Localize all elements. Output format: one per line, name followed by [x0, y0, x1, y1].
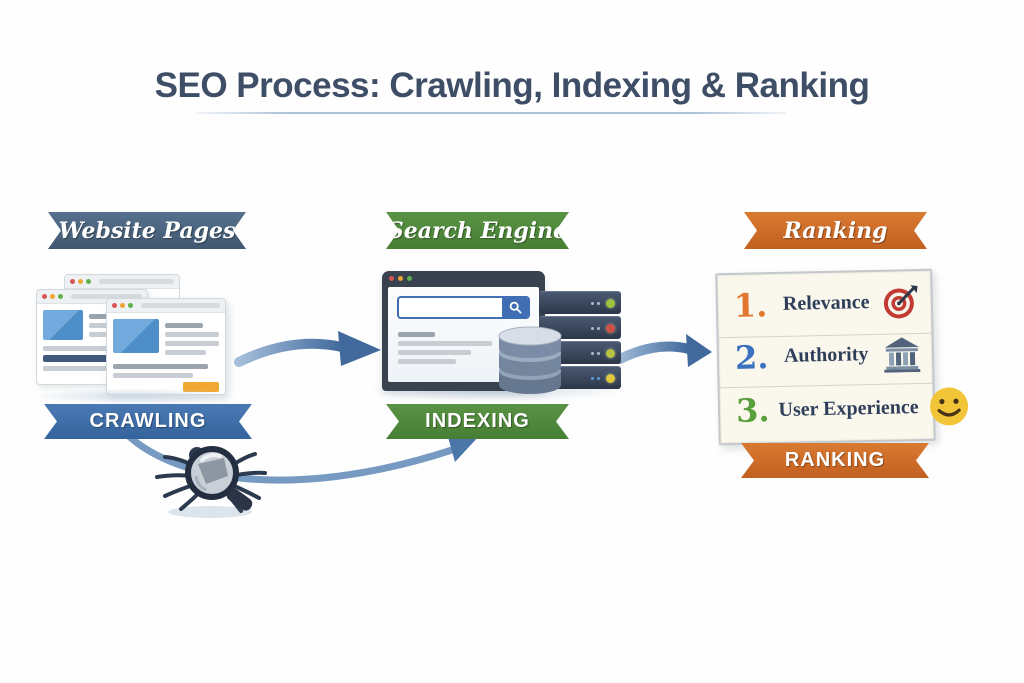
result-lines [388, 319, 539, 364]
bank-icon [882, 336, 923, 373]
text-line [398, 350, 472, 355]
text-line [165, 350, 206, 355]
text-line [398, 359, 456, 364]
window-content [107, 313, 225, 394]
crawling-banner: CRAWLING [44, 404, 252, 439]
orange-dot-icon [50, 294, 55, 299]
text-line [43, 366, 127, 371]
green-dot-icon [128, 303, 133, 308]
factor-label: Relevance [782, 291, 870, 316]
factor-relevance: 1. Relevance [717, 279, 931, 327]
green-dot-icon [407, 276, 412, 281]
ranking-factors-card: 1. Relevance 2. Authority [715, 268, 968, 446]
factor-user-experience: 3. User Experience [719, 383, 968, 435]
ground-shadow [28, 388, 238, 404]
server-rack [539, 291, 621, 391]
factor-number: 2. [734, 338, 769, 377]
text-line [113, 373, 193, 378]
target-icon [880, 282, 921, 323]
server-unit [539, 366, 621, 389]
server-unit [539, 341, 621, 364]
server-dot [597, 301, 600, 305]
navy-bar [43, 355, 112, 362]
server-dot [591, 351, 594, 355]
red-dot-icon [112, 303, 117, 308]
arrow-search-to-ranking [615, 334, 712, 367]
ranking-top-banner-label: Ranking [783, 217, 888, 244]
ranking-bottom-banner: RANKING [741, 443, 929, 478]
orange-dot-icon [398, 276, 403, 281]
search-input [399, 298, 502, 317]
window-titlebar [65, 275, 179, 289]
title-underline [196, 112, 786, 114]
red-dot-icon [42, 294, 47, 299]
yellow-green-led [606, 348, 615, 358]
factor-number: 1. [733, 285, 768, 325]
ranking-top-banner: Ranking [744, 212, 927, 249]
search-button [502, 298, 528, 317]
text-lines [165, 319, 219, 359]
indexing-banner: INDEXING [386, 404, 569, 439]
page-title: SEO Process: Crawling, Indexing & Rankin… [154, 66, 870, 105]
orange-dot-icon [78, 279, 83, 284]
server-unit [539, 291, 621, 314]
factor-label: Authority [783, 343, 869, 368]
factor-label: User Experience [778, 395, 919, 421]
url-bar [71, 294, 142, 299]
ranking-bottom-banner-label: RANKING [784, 449, 886, 471]
server-dot [591, 326, 594, 330]
search-icon [509, 301, 522, 314]
hero-row [113, 319, 219, 359]
server-dot [591, 376, 594, 380]
smiley-icon [927, 385, 970, 428]
crawling-banner-label: CRAWLING [89, 410, 207, 432]
window-titlebar [107, 299, 225, 313]
factor-number: 3. [735, 391, 770, 431]
green-dot-icon [86, 279, 91, 284]
server-dot [597, 376, 600, 380]
factor-authority: 2. Authority [718, 332, 933, 379]
text-line [165, 332, 219, 337]
search-engine-banner-label: Search Engine [387, 217, 568, 244]
indexing-banner-label: INDEXING [425, 410, 530, 432]
search-engine-banner: Search Engine [386, 212, 569, 249]
website-pages-banner-label: Website Pages [58, 217, 236, 244]
search-browser-window [382, 271, 545, 391]
text-line [43, 346, 137, 351]
text-line [398, 332, 435, 337]
orange-button [183, 382, 219, 392]
red-led [606, 323, 615, 333]
text-line [165, 323, 203, 328]
server-unit [539, 316, 621, 339]
orange-dot-icon [120, 303, 125, 308]
website-pages-banner: Website Pages [48, 212, 246, 249]
browser-panel [388, 287, 539, 382]
green-led [606, 298, 615, 308]
text-line [113, 364, 209, 369]
search-bar [397, 296, 530, 319]
server-dot [597, 351, 600, 355]
red-dot-icon [389, 276, 394, 281]
browser-window-front [106, 298, 226, 395]
text-line [165, 341, 219, 346]
image-placeholder [43, 310, 83, 340]
server-dot [591, 301, 594, 305]
arrow-websites-to-search [234, 331, 381, 367]
window-titlebar [382, 271, 545, 286]
url-bar [99, 279, 174, 284]
image-placeholder [113, 319, 159, 353]
red-dot-icon [70, 279, 75, 284]
url-bar [141, 303, 220, 308]
text-line [398, 341, 493, 346]
yellow-led [606, 373, 615, 383]
server-dot [597, 326, 600, 330]
green-dot-icon [58, 294, 63, 299]
